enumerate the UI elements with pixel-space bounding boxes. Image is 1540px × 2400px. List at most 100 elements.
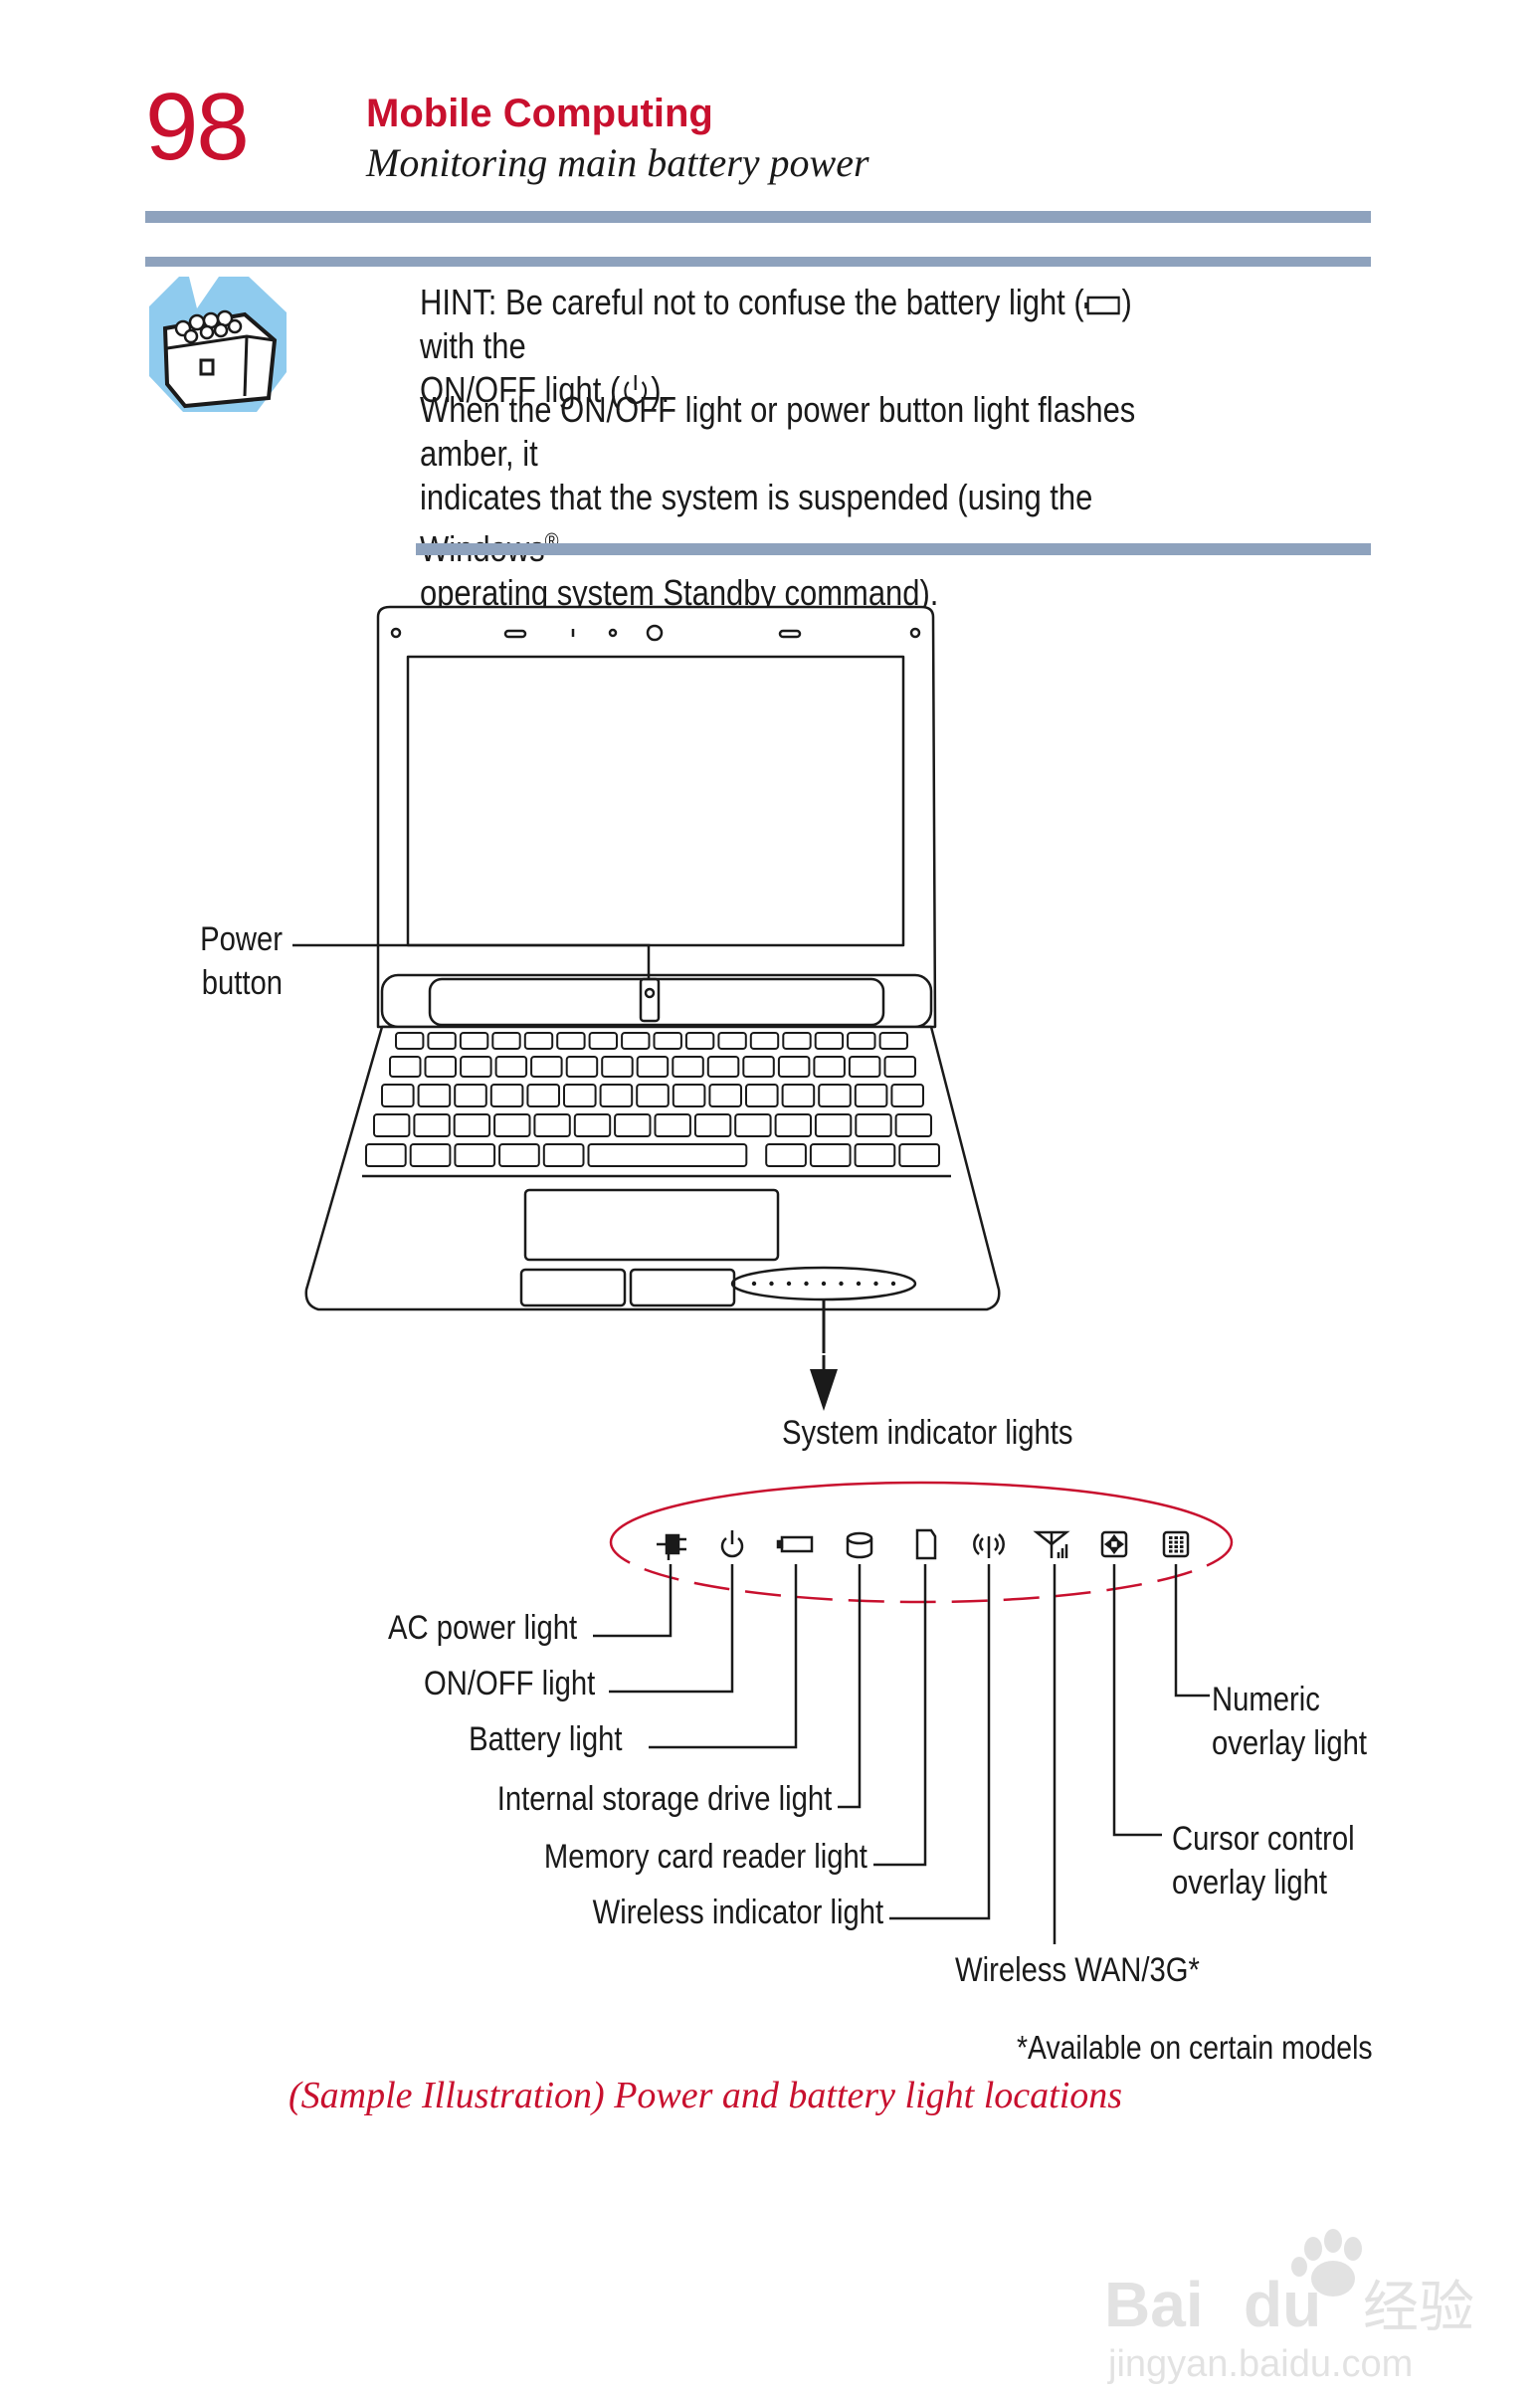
hint-line2-text-b: ).	[651, 369, 671, 410]
hint-line-2: ON/OFF light ().	[420, 368, 1190, 412]
hint-line1-text-b: ) with the	[420, 282, 1132, 366]
keyboard-key	[898, 1143, 940, 1167]
keyboard-key	[777, 1056, 811, 1078]
keyboard-key	[672, 1056, 704, 1078]
wireless-wan-label: Wireless WAN/3G*	[955, 1951, 1200, 1989]
indicator-strip-dot	[804, 1281, 809, 1287]
keyboard-key	[563, 1084, 597, 1107]
keyboard-key	[818, 1084, 852, 1107]
hint-line2-text-a: ON/OFF light (	[420, 369, 621, 410]
numeric-overlay-key-dot	[1174, 1536, 1178, 1539]
keyboard-key	[494, 1056, 528, 1078]
keyboard-key	[781, 1084, 816, 1107]
baidu-watermark: Bai du 经验 jingyan.baidu.com	[1094, 2219, 1492, 2388]
cursor-overlay-label-line1: Cursor control	[1172, 1820, 1355, 1858]
indicator-strip-dot	[839, 1281, 844, 1287]
figure-caption: (Sample Illustration) Power and battery …	[289, 2075, 1123, 2116]
keyboard-key	[814, 1113, 853, 1137]
numeric-overlay-key-dot	[1169, 1540, 1173, 1544]
keyboard-key	[556, 1032, 586, 1050]
keyboard-key	[878, 1032, 908, 1050]
keyboard-key	[491, 1032, 521, 1050]
keyboard-key	[395, 1032, 425, 1050]
keyboard-key	[381, 1084, 415, 1107]
keyboard	[365, 1032, 940, 1167]
keyboard-key	[409, 1143, 452, 1167]
hint-line-1: HINT: Be careful not to confuse the batt…	[420, 281, 1190, 368]
keyboard-key	[708, 1084, 742, 1107]
wireless-icon	[973, 1533, 1005, 1558]
keyboard-key	[489, 1084, 524, 1107]
numeric-overlay-icon	[1162, 1530, 1190, 1558]
watermark-brand-cn: 经验	[1363, 2276, 1474, 2338]
keyboard-key	[745, 1084, 779, 1107]
battery-light-label: Battery light	[469, 1720, 623, 1758]
keyboard-key	[599, 1084, 634, 1107]
baidu-paw-logo: Bai du 经验 jingyan.baidu.com	[1104, 2229, 1474, 2385]
keyboard-key	[565, 1056, 599, 1078]
keyboard-key	[427, 1032, 457, 1050]
keyboard-key	[883, 1056, 916, 1078]
power-icon	[720, 1530, 744, 1558]
power-button-label: Power button	[168, 917, 283, 1005]
keyboard-key	[717, 1032, 747, 1050]
keyboard-key	[653, 1032, 682, 1050]
keyboard-key	[890, 1084, 925, 1107]
keyboard-key	[365, 1143, 407, 1167]
section-subtitle: Monitoring main battery power	[366, 140, 869, 185]
keyboard-key	[855, 1113, 892, 1137]
keyboard-key	[373, 1113, 411, 1137]
wireless-light-label: Wireless indicator light	[592, 1894, 883, 1931]
keyboard-key	[894, 1113, 932, 1137]
power-icon	[624, 375, 648, 405]
storage-drive-icon	[846, 1531, 873, 1559]
watermark-brand-2: du	[1244, 2269, 1321, 2340]
indicator-strip-dot	[786, 1281, 792, 1287]
hint-p2-line-2: indicates that the system is suspended (…	[420, 476, 1190, 571]
indicator-strip-dot	[769, 1281, 774, 1287]
footnote: *Available on certain models	[1017, 2029, 1373, 2066]
numeric-overlay-key-dot	[1169, 1536, 1173, 1539]
wireless-wan-antenna-icon	[1033, 1530, 1070, 1558]
indicator-strip-dot	[821, 1281, 827, 1287]
keyboard-key	[765, 1143, 807, 1167]
keyboard-key	[636, 1056, 670, 1078]
page-number: 98	[145, 74, 250, 180]
indicator-strip-dot	[873, 1281, 878, 1287]
keyboard-key	[542, 1143, 585, 1167]
keyboard-key	[693, 1113, 732, 1137]
keyboard-key	[460, 1056, 492, 1078]
keyboard-key	[453, 1113, 491, 1137]
keyboard-key	[814, 1032, 845, 1050]
keyboard-key	[614, 1113, 652, 1137]
keyboard-key	[588, 1032, 619, 1050]
hint-p2-line-1: When the ON/OFF light or power button li…	[420, 389, 1136, 474]
power-button-label-line2: button	[201, 964, 283, 1002]
hint-bottom-rule	[416, 543, 1371, 555]
numeric-overlay-label-line2: overlay light	[1212, 1724, 1368, 1762]
treasure-chest-icon	[149, 277, 287, 412]
indicator-arrow	[810, 1355, 838, 1411]
keyboard-key	[774, 1113, 813, 1137]
numeric-overlay-key-dot	[1174, 1549, 1178, 1553]
keyboard-key	[493, 1113, 531, 1137]
indicator-panel	[593, 1481, 1234, 1944]
numeric-overlay-label-line1: Numeric	[1212, 1681, 1320, 1718]
battery-icon	[1084, 296, 1121, 315]
numeric-overlay-label: Numeric overlay light	[1212, 1678, 1367, 1765]
ac-power-plug-icon	[657, 1533, 686, 1560]
numeric-overlay-key-dot	[1180, 1545, 1184, 1548]
indicator-strip-dot	[890, 1281, 896, 1287]
hint-line1-text-a: HINT: Be careful not to confuse the batt…	[420, 282, 1084, 322]
keyboard-key	[498, 1143, 540, 1167]
keyboard-key	[854, 1084, 888, 1107]
cursor-overlay-label: Cursor control overlay light	[1172, 1817, 1355, 1904]
cursor-control-overlay-icon	[1100, 1530, 1128, 1558]
keyboard-key	[854, 1143, 896, 1167]
laptop-illustration	[292, 605, 1001, 1353]
keyboard-key	[684, 1032, 715, 1050]
keyboard-key	[706, 1056, 740, 1078]
hint-p2-line-2-text: indicates that the system is suspended (…	[420, 477, 1093, 569]
keyboard-key	[672, 1084, 706, 1107]
keyboard-key	[636, 1084, 670, 1107]
